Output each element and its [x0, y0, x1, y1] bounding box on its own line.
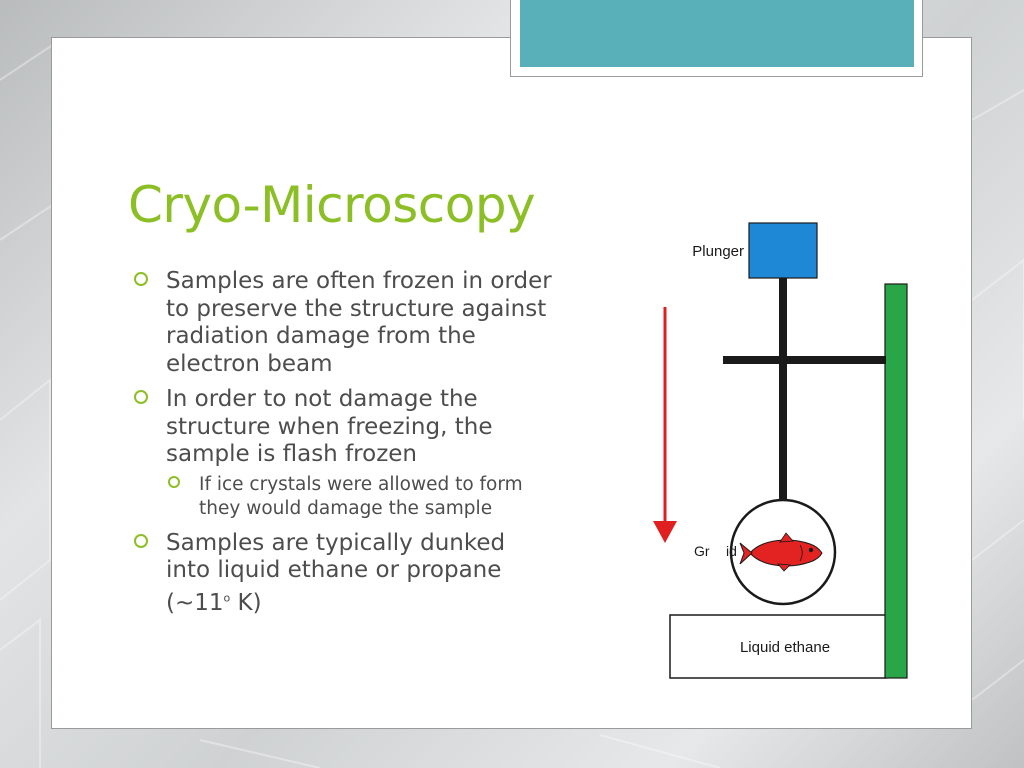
bullet-item: Samples are often frozen in order to pre… — [134, 268, 554, 378]
ethane-label: Liquid ethane — [740, 639, 830, 656]
crossbar — [723, 356, 886, 364]
grid-label-right: id — [726, 543, 737, 559]
plunger-head — [748, 222, 818, 279]
fish-icon — [739, 532, 823, 572]
bullet-ring-icon — [168, 475, 180, 488]
bullet-ring-icon — [134, 533, 148, 548]
sub-bullet-text: If ice crystals were allowed to form the… — [199, 473, 523, 520]
ethane-container — [669, 614, 887, 679]
bullet-ring-icon — [134, 390, 148, 404]
slide-title: Cryo-Microscopy — [128, 176, 536, 234]
bullet-text: Samples are typically dunked into liquid… — [166, 529, 506, 617]
bullet-text: In order to not damage the structure whe… — [166, 386, 493, 467]
bullet-list: Samples are often frozen in order to pre… — [134, 268, 554, 626]
bullet-ring-icon — [134, 272, 148, 286]
header-tab-accent — [520, 0, 914, 67]
plunger-label: Plunger — [692, 243, 744, 260]
plunge-freezer-diagram: Liquid ethane Plunger Gr id — [653, 222, 908, 679]
plunger-rod — [779, 277, 787, 507]
bullet-item: In order to not damage the structure whe… — [134, 386, 554, 469]
slide-canvas — [51, 37, 972, 729]
arrow-down-icon — [653, 521, 677, 543]
bullet-text: Samples are often frozen in order to pre… — [166, 268, 552, 377]
temperature-superscript: o — [223, 591, 231, 605]
bullet-item: Samples are typically dunked into liquid… — [134, 530, 554, 618]
support-rod — [884, 283, 908, 679]
grid-label-left: Gr — [694, 543, 710, 559]
sub-bullet-item: If ice crystals were allowed to form the… — [134, 473, 554, 522]
